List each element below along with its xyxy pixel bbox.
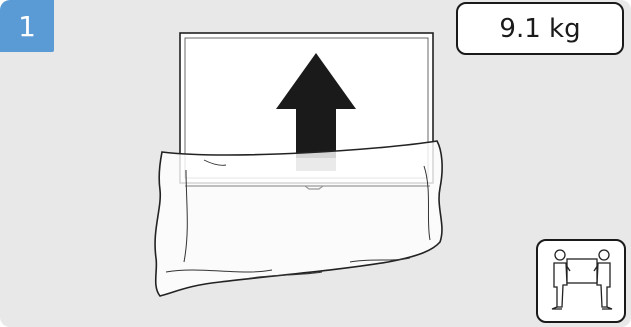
plastic-bag: [154, 140, 443, 297]
two-person-carry-drawing: [551, 249, 613, 310]
step-number-badge: 1: [0, 0, 54, 52]
two-person-carry-icon: [536, 239, 626, 323]
weight-label: 9.1 kg: [456, 2, 624, 55]
